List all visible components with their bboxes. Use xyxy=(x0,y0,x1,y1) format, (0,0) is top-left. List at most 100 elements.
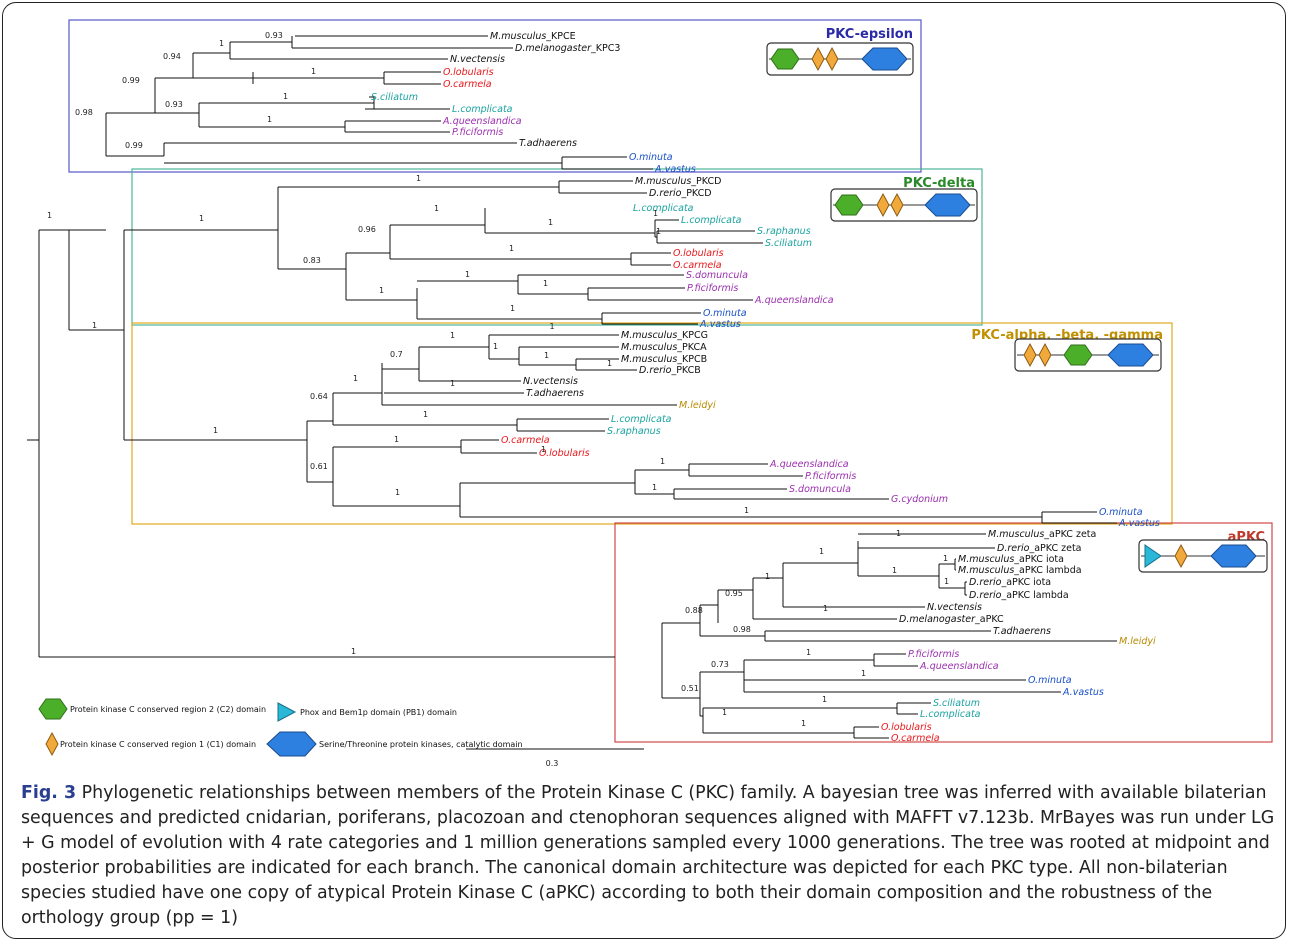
taxon-label: O.carmela xyxy=(501,435,550,446)
taxon-label: P.ficiformis xyxy=(908,649,959,660)
taxon-label: S.raphanus xyxy=(607,426,661,437)
taxon-label: M.musculus_PKCA xyxy=(621,342,707,353)
taxon-label: O.minuta xyxy=(1028,675,1072,686)
taxon-label: D.rerio_aPKC zeta xyxy=(997,543,1082,554)
group-box-abg xyxy=(131,322,1173,525)
scale-bar-label: 0.3 xyxy=(546,759,559,768)
support-value: 1 xyxy=(652,483,657,492)
taxon-label: T.adhaerens xyxy=(519,138,577,149)
support-value: 0.93 xyxy=(165,100,183,109)
taxon-label: M.musculus_aPKC zeta xyxy=(988,529,1096,540)
taxon-label: L.complicata xyxy=(920,709,981,720)
taxon-label: L.complicata xyxy=(681,215,742,226)
taxon-label: M.musculus_aPKC lambda xyxy=(958,565,1082,576)
taxon-label: A.queenslandica xyxy=(442,116,522,127)
support-value: 1 xyxy=(541,445,546,454)
kinase-domain-icon xyxy=(266,731,317,757)
support-value: 1 xyxy=(423,410,428,419)
support-value: 1 xyxy=(434,204,439,213)
group-box-apkc xyxy=(614,522,1273,743)
support-value: 1 xyxy=(213,426,218,435)
taxon-label: L.complicata xyxy=(633,203,694,214)
taxon-label: M.leidyi xyxy=(1119,636,1156,647)
taxon-label: G.cydonium xyxy=(891,494,948,505)
taxon-label: S.ciliatum xyxy=(371,92,418,103)
legend-c1-label: Protein kinase C conserved region 1 (C1)… xyxy=(60,740,256,749)
support-value: 1 xyxy=(416,174,421,183)
support-value: 0.98 xyxy=(733,625,751,634)
taxon-label: T.adhaerens xyxy=(993,626,1051,637)
support-value: 1 xyxy=(722,708,727,717)
taxon-label: M.leidyi xyxy=(679,400,716,411)
taxon-label: L.complicata xyxy=(611,414,672,425)
taxon-label: D.melanogaster_aPKC xyxy=(899,614,1004,625)
support-values: 1 1 0.98 0.99 0.94 1 0.93 1 0.93 1 1 0.9… xyxy=(47,31,949,728)
kinase-domain-icon xyxy=(861,47,908,71)
support-value: 0.99 xyxy=(125,141,143,150)
support-value: 1 xyxy=(544,351,549,360)
taxon-label: O.lobularis xyxy=(539,448,590,459)
tree-branches xyxy=(27,35,1117,739)
taxon-label: P.ficiformis xyxy=(452,127,503,138)
support-value: 0.7 xyxy=(390,350,403,359)
support-value: 0.98 xyxy=(75,108,93,117)
support-value: 0.61 xyxy=(310,462,328,471)
c1-domain-icon xyxy=(811,46,825,72)
support-value: 0.93 xyxy=(265,31,283,40)
taxon-label: D.rerio_aPKC iota xyxy=(969,577,1051,588)
support-value: 1 xyxy=(450,331,455,340)
taxon-label: D.melanogaster_KPC3 xyxy=(515,43,620,54)
c1-domain-icon xyxy=(1023,342,1037,368)
support-value: 1 xyxy=(861,669,866,678)
c2-domain-icon xyxy=(1063,344,1093,366)
caption-text: Phylogenetic relationships between membe… xyxy=(21,783,1275,928)
taxon-label: P.ficiformis xyxy=(687,283,738,294)
domain-legend: Protein kinase C conserved region 2 (C2)… xyxy=(38,698,523,757)
taxon-label: O.minuta xyxy=(1099,507,1143,518)
support-value: 0.95 xyxy=(725,589,743,598)
taxon-label: D.rerio_PKCB xyxy=(639,365,701,376)
support-value: 0.94 xyxy=(163,52,181,61)
support-value: 1 xyxy=(943,554,948,563)
taxon-label: O.lobularis xyxy=(673,248,724,259)
taxon-label: P.ficiformis xyxy=(805,471,856,482)
legend-c2-label: Protein kinase C conserved region 2 (C2)… xyxy=(70,705,266,714)
group-box-epsilon xyxy=(68,19,922,173)
taxon-label: M.musculus_KPCG xyxy=(621,330,708,341)
c2-domain-icon xyxy=(770,48,800,70)
taxon-label: A.queenslandica xyxy=(754,295,834,306)
c2-domain-icon xyxy=(834,194,864,216)
support-value: 0.99 xyxy=(122,76,140,85)
support-value: 1 xyxy=(47,211,52,220)
support-value: 1 xyxy=(607,359,612,368)
support-value: 1 xyxy=(351,647,356,656)
domain-architecture-delta xyxy=(830,188,978,222)
taxon-label: M.musculus_KPCE xyxy=(490,31,576,42)
taxon-label: A.queenslandica xyxy=(769,459,849,470)
support-value: 1 xyxy=(944,577,949,586)
legend-pb1-label: Phox and Bem1p domain (PB1) domain xyxy=(300,708,457,717)
support-value: 1 xyxy=(660,457,665,466)
c1-domain-icon xyxy=(1174,543,1188,569)
taxon-label: N.vectensis xyxy=(927,602,982,613)
support-value: 1 xyxy=(465,270,470,279)
support-value: 1 xyxy=(379,286,384,295)
c2-domain-icon xyxy=(38,698,68,720)
support-value: 1 xyxy=(744,506,749,515)
support-value: 1 xyxy=(806,648,811,657)
taxon-label: O.carmela xyxy=(673,260,722,271)
taxon-label: M.musculus_KPCB xyxy=(621,354,707,365)
taxon-label: O.minuta xyxy=(703,308,747,319)
taxon-label: A.vastus xyxy=(699,319,741,330)
support-value: 1 xyxy=(543,279,548,288)
taxon-label: O.carmela xyxy=(443,79,492,90)
support-value: 1 xyxy=(801,719,806,728)
taxon-label: O.carmela xyxy=(891,733,940,744)
support-value: 1 xyxy=(656,227,661,236)
support-value: 0.64 xyxy=(310,392,328,401)
taxon-label: L.complicata xyxy=(452,104,513,115)
kinase-domain-icon xyxy=(924,193,971,217)
taxon-label: S.domuncula xyxy=(686,270,748,281)
support-value: 1 xyxy=(653,209,658,218)
